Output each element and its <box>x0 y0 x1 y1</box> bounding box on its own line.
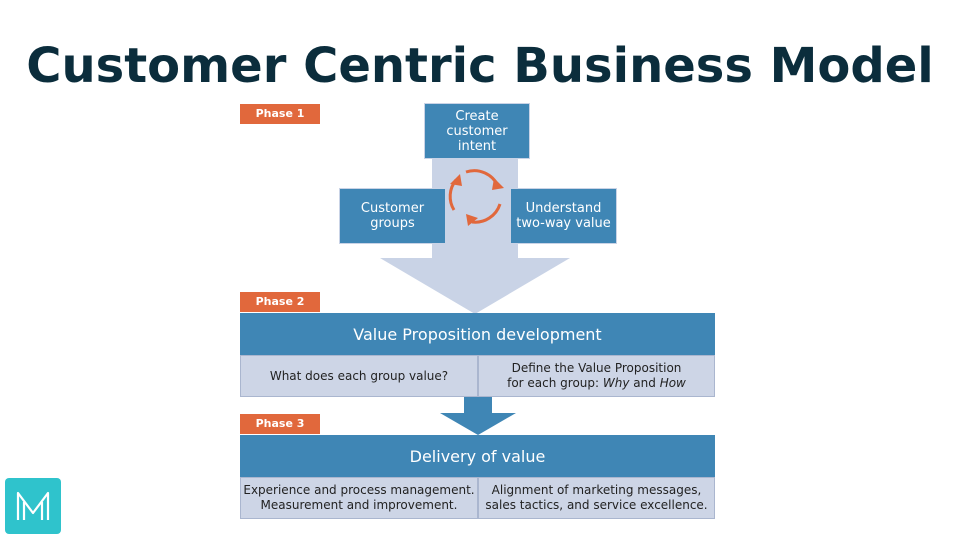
create-customer-intent-box: Create customer intent <box>424 103 530 159</box>
alignment-marketing-cell: Alignment of marketing messages, sales t… <box>478 477 715 519</box>
value-group-cell: What does each group value? <box>240 355 478 397</box>
circular-arrows-icon <box>448 169 504 226</box>
how-text: How <box>659 376 686 390</box>
delivery-of-value-header: Delivery of value <box>240 435 715 477</box>
and-text: and <box>629 376 660 390</box>
page-title: Customer Centric Business Model <box>26 38 934 94</box>
define-line-2: for each group: Why and How <box>507 376 686 391</box>
define-value-proposition-cell: Define the Value Proposition for each gr… <box>478 355 715 397</box>
phase-3-tag: Phase 3 <box>240 414 320 434</box>
down-arrow-small <box>440 397 516 435</box>
phase-1-tag: Phase 1 <box>240 104 320 124</box>
understand-two-way-value-box: Understand two-way value <box>510 188 617 244</box>
define-line-2-prefix: for each group: <box>507 376 603 390</box>
customer-groups-box: Customer groups <box>339 188 446 244</box>
define-line-1: Define the Value Proposition <box>511 361 682 375</box>
value-proposition-header: Value Proposition development <box>240 313 715 355</box>
phase-2-tag: Phase 2 <box>240 292 320 312</box>
m-logo-icon <box>5 478 61 534</box>
experience-management-cell: Experience and process management. Measu… <box>240 477 478 519</box>
down-arrow-large <box>380 158 570 314</box>
why-text: Why <box>602 376 630 390</box>
